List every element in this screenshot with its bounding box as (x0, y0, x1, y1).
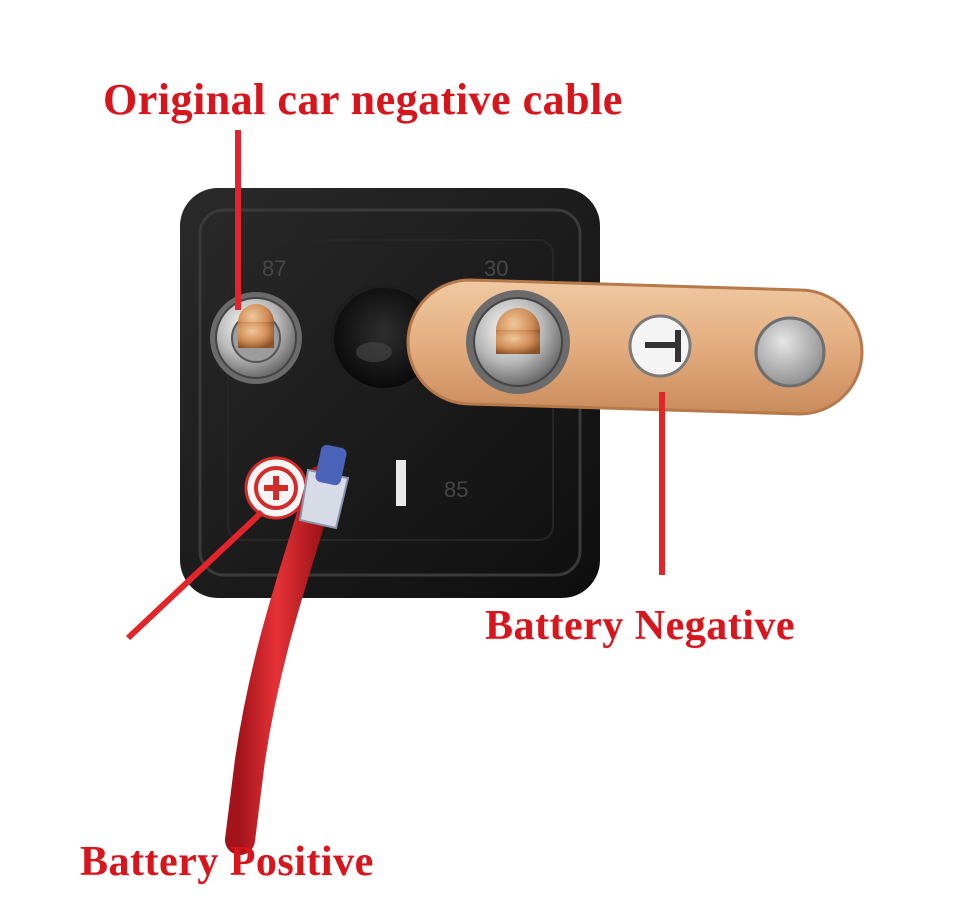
callout-lines (125, 130, 665, 641)
left-terminal-stud (210, 292, 302, 384)
spade-slot (396, 460, 406, 506)
terminal-number-30: 30 (484, 256, 508, 281)
terminal-number-85: 85 (444, 477, 468, 502)
positive-marker-icon (244, 456, 308, 520)
terminal-number-87: 87 (262, 256, 286, 281)
red-wire (225, 444, 350, 855)
right-terminal-stud (466, 290, 570, 394)
original-car-negative-cable-label: Original car negative cable (103, 75, 623, 124)
battery-negative-label: Battery Negative (485, 603, 796, 649)
battery-positive-label: Battery Positive (80, 839, 374, 885)
